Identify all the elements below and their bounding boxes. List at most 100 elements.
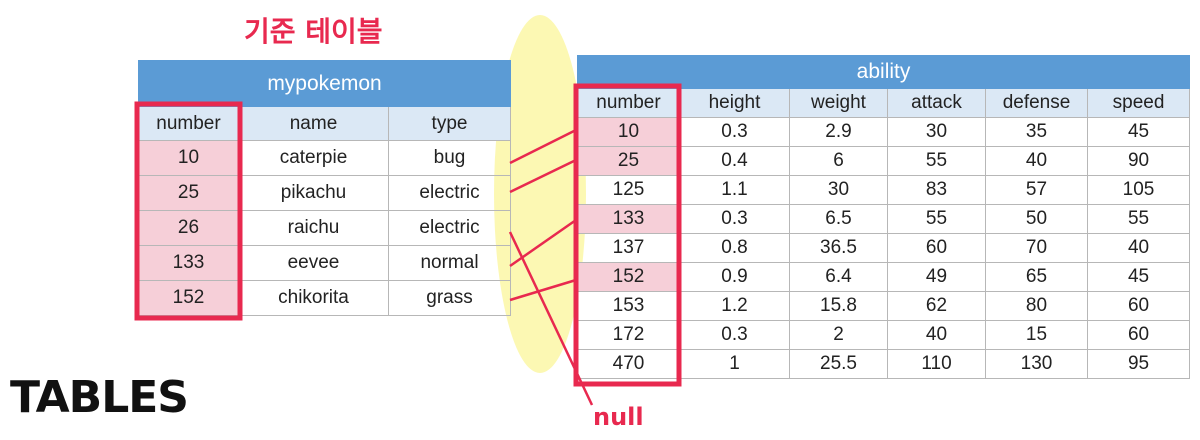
ability-cell-defense: 65 (985, 262, 1088, 292)
ability-cell-number: 10 (577, 117, 680, 147)
ability-col-number: number (577, 88, 680, 118)
ability-cell-attack: 83 (887, 175, 986, 205)
mypokemon-cell-number: 25 (138, 175, 239, 211)
ability-cell-height: 0.4 (679, 146, 790, 176)
ability-cell-attack: 40 (887, 320, 986, 350)
mypokemon-cell-type: electric (387, 210, 512, 246)
mypokemon-cell-name: raichu (238, 210, 389, 246)
ability-cell-number: 470 (577, 349, 680, 379)
mypokemon-cell-type: grass (387, 280, 512, 316)
mypokemon-cell-type: bug (387, 140, 512, 176)
ability-cell-number: 125 (577, 175, 680, 205)
ability-cell-attack: 60 (887, 233, 986, 263)
ability-cell-height: 0.3 (679, 320, 790, 350)
ability-cell-height: 1.2 (679, 291, 790, 321)
ability-cell-speed: 95 (1086, 349, 1191, 379)
ability-cell-weight: 6.4 (789, 262, 888, 292)
null-label: null (593, 403, 644, 431)
ability-cell-weight: 30 (789, 175, 888, 205)
ability-cell-defense: 130 (985, 349, 1088, 379)
ability-cell-defense: 35 (985, 117, 1088, 147)
ability-cell-speed: 90 (1086, 146, 1191, 176)
ability-col-weight: weight (789, 88, 888, 118)
ability-cell-height: 1.1 (679, 175, 790, 205)
ability-cell-attack: 55 (887, 204, 986, 234)
mypokemon-cell-type: normal (387, 245, 512, 281)
ability-cell-number: 153 (577, 291, 680, 321)
ability-cell-defense: 50 (985, 204, 1088, 234)
ability-cell-speed: 105 (1086, 175, 1191, 205)
mypokemon-cell-type: electric (387, 175, 512, 211)
ability-col-height: height (679, 88, 790, 118)
ability-cell-height: 0.9 (679, 262, 790, 292)
mypokemon-col-name: name (238, 106, 389, 141)
base-table-heading: 기준 테이블 (244, 15, 383, 48)
mypokemon-cell-name: caterpie (238, 140, 389, 176)
ability-cell-speed: 60 (1086, 320, 1191, 350)
ability-col-defense: defense (985, 88, 1088, 118)
ability-cell-number: 133 (577, 204, 680, 234)
ability-col-speed: speed (1086, 88, 1191, 118)
ability-cell-height: 0.3 (679, 117, 790, 147)
ability-cell-weight: 6 (789, 146, 888, 176)
ability-cell-speed: 45 (1086, 117, 1191, 147)
ability-cell-speed: 40 (1086, 233, 1191, 263)
ability-cell-weight: 2.9 (789, 117, 888, 147)
ability-cell-defense: 15 (985, 320, 1088, 350)
ability-cell-attack: 55 (887, 146, 986, 176)
ability-cell-attack: 110 (887, 349, 986, 379)
ability-cell-height: 0.3 (679, 204, 790, 234)
mypokemon-cell-number: 133 (138, 245, 239, 281)
ability-cell-speed: 55 (1086, 204, 1191, 234)
ability-cell-speed: 60 (1086, 291, 1191, 321)
ability-cell-weight: 2 (789, 320, 888, 350)
ability-cell-defense: 80 (985, 291, 1088, 321)
ability-cell-attack: 62 (887, 291, 986, 321)
ability-cell-number: 172 (577, 320, 680, 350)
ability-cell-number: 137 (577, 233, 680, 263)
ability-cell-weight: 36.5 (789, 233, 888, 263)
mypokemon-cell-name: chikorita (238, 280, 389, 316)
ability-cell-attack: 30 (887, 117, 986, 147)
mypokemon-cell-number: 152 (138, 280, 239, 316)
ability-cell-speed: 45 (1086, 262, 1191, 292)
ability-cell-height: 0.8 (679, 233, 790, 263)
ability-cell-defense: 70 (985, 233, 1088, 263)
ability-cell-weight: 15.8 (789, 291, 888, 321)
ability-cell-weight: 6.5 (789, 204, 888, 234)
ability-col-attack: attack (887, 88, 986, 118)
ability-cell-number: 25 (577, 146, 680, 176)
mypokemon-cell-name: pikachu (238, 175, 389, 211)
ability-table-title: ability (576, 55, 1191, 89)
ability-cell-defense: 57 (985, 175, 1088, 205)
ability-cell-number: 152 (577, 262, 680, 292)
ability-cell-weight: 25.5 (789, 349, 888, 379)
tables-label: TABLES (10, 372, 189, 423)
mypokemon-col-type: type (387, 106, 512, 141)
mypokemon-table-title: mypokemon (137, 60, 512, 107)
ability-cell-attack: 49 (887, 262, 986, 292)
ability-cell-defense: 40 (985, 146, 1088, 176)
mypokemon-cell-number: 26 (138, 210, 239, 246)
mypokemon-cell-number: 10 (138, 140, 239, 176)
ability-cell-height: 1 (679, 349, 790, 379)
ability-table: ability number height weight attack defe… (576, 55, 1191, 379)
mypokemon-cell-name: eevee (238, 245, 389, 281)
